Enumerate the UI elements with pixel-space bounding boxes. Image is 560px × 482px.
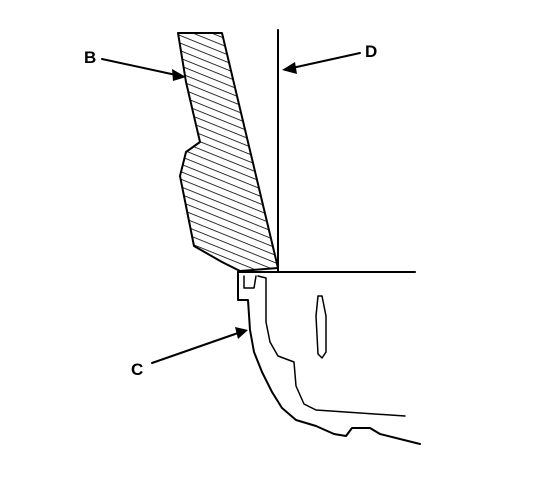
part-b-hatched-strip [177, 32, 279, 272]
part-c-housing-profile [237, 271, 421, 445]
callout-arrow-c [151, 327, 248, 364]
label-d: D [365, 42, 377, 61]
label-c: C [131, 360, 143, 379]
callout-arrow-d [282, 52, 361, 74]
label-b: B [84, 48, 96, 67]
callout-arrow-b [101, 58, 186, 81]
